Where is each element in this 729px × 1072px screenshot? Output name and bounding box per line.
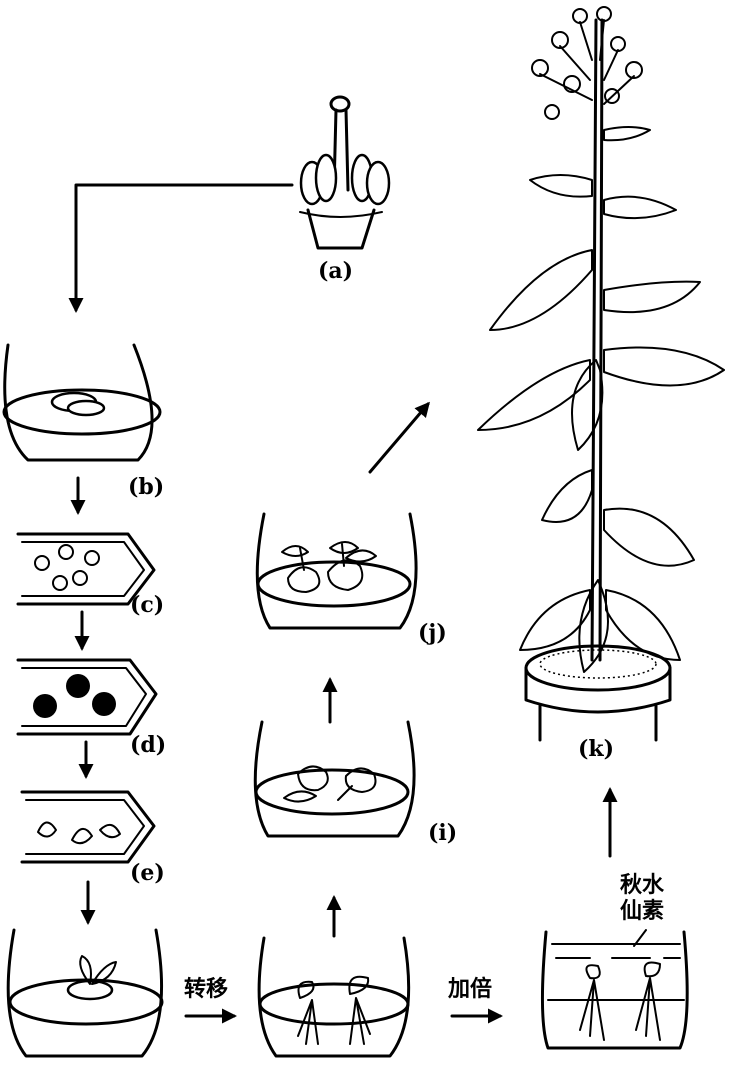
flask-plantlet xyxy=(6,928,164,1058)
anther-section-d xyxy=(16,658,158,736)
flask-rooted-plants xyxy=(257,936,411,1058)
label-i: (i) xyxy=(428,820,457,846)
flask-j xyxy=(255,512,418,630)
label-e: (e) xyxy=(130,860,165,886)
label-b: (b) xyxy=(128,474,164,500)
reagent-line1: 秋水 xyxy=(620,873,665,898)
flask-b xyxy=(2,343,162,462)
label-c: (c) xyxy=(130,592,164,618)
label-k: (k) xyxy=(578,736,614,762)
anther-section-e xyxy=(20,790,156,864)
arrow-j-to-k xyxy=(368,401,430,474)
label-a: (a) xyxy=(318,258,353,284)
anther-section-c xyxy=(16,532,156,606)
step-transfer: 转移 xyxy=(184,976,228,1002)
arrow-a-to-b xyxy=(68,183,294,313)
flask-i xyxy=(253,720,416,838)
beaker-colchicine xyxy=(540,929,689,1050)
potted-plant-k xyxy=(477,6,725,742)
label-j: (j) xyxy=(418,620,447,646)
flower-illustration xyxy=(299,95,391,250)
step-double: 加倍 xyxy=(447,976,492,1002)
reagent-line2: 仙素 xyxy=(620,898,664,924)
label-d: (d) xyxy=(130,732,166,758)
